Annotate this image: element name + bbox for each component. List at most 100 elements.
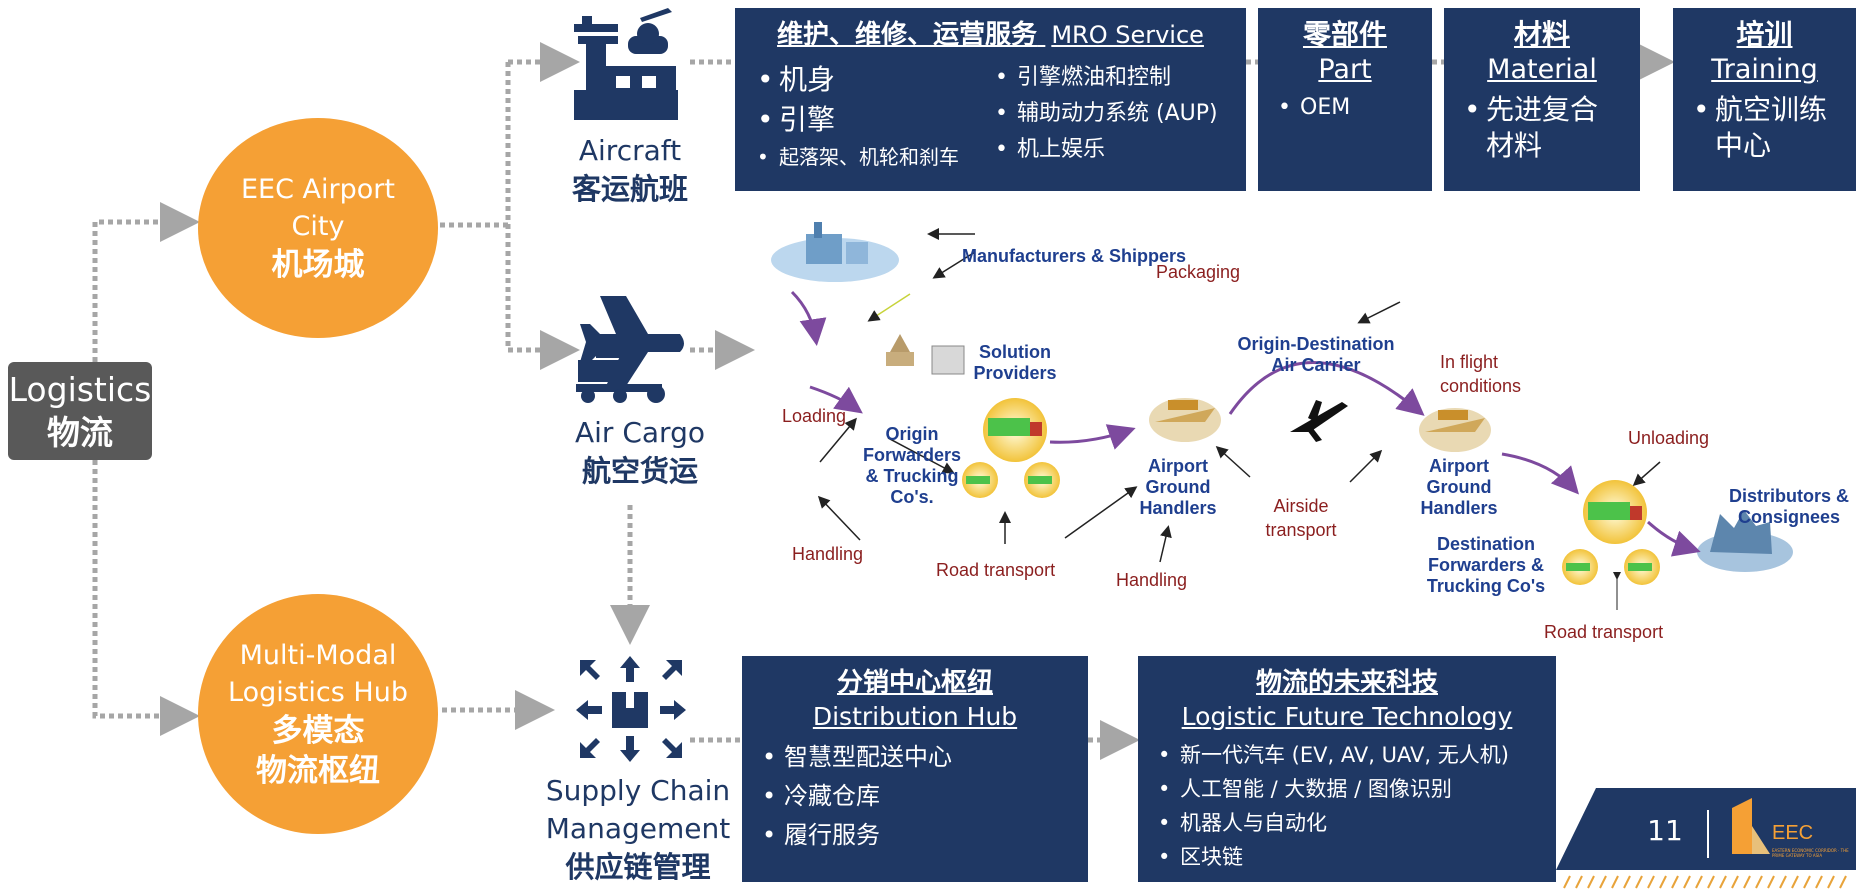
- aircraft-en: Aircraft: [578, 134, 682, 167]
- air-cargo-en: Air Cargo: [575, 416, 705, 449]
- distribution-box-icon: [576, 656, 686, 762]
- dist-hub-en: Distribution Hub: [812, 702, 1018, 731]
- ground-handler-icon-origin: [1149, 398, 1221, 442]
- airplane-icon: [1290, 400, 1348, 442]
- connector-logistics-up: [92, 202, 200, 362]
- warehouse-icon: [1697, 510, 1793, 572]
- page-footer-badge: [1556, 788, 1856, 889]
- label-origin-forwarders: Origin Forwarders & Trucking Co's.: [862, 424, 962, 507]
- factory-icon: [771, 222, 899, 282]
- logo-subtext: EASTERN ECONOMIC CORRIDOR · THE PRIME GA…: [1772, 848, 1849, 858]
- training-zh: 培训: [1736, 18, 1793, 51]
- airport-city-zh: 机场城: [271, 247, 365, 283]
- training-box: 培训 Training 航空训练中心: [1673, 8, 1856, 191]
- logistics-en: Logistics: [8, 370, 152, 409]
- label-handling-2: Handling: [1116, 570, 1188, 590]
- label-od-carrier: Origin-Destination Air Carrier: [1237, 334, 1395, 375]
- dist-hub-item: 冷藏仓库: [754, 777, 1076, 816]
- label-dest-forwarders: Destination Forwarders & Trucking Co's: [1426, 534, 1546, 596]
- part-list: OEM: [1270, 92, 1420, 124]
- label-road-transport-1: Road transport: [936, 560, 1056, 580]
- cargo-plane-icon: [576, 296, 684, 403]
- supply-zh: 供应链管理: [565, 850, 711, 884]
- material-item: 先进复合材料: [1456, 92, 1620, 164]
- future-tech-box: 物流的未来科技 Logistic Future Technology 新一代汽车…: [1138, 656, 1556, 882]
- part-en: Part: [1318, 54, 1372, 85]
- mro-item: 引擎: [749, 100, 987, 140]
- material-en: Material: [1487, 54, 1597, 85]
- label-manufacturers: Manufacturers & Shippers: [962, 246, 1187, 266]
- label-distributors: Distributors & Consignees: [1728, 486, 1849, 527]
- supply-en2: Management: [545, 812, 731, 845]
- mro-item: 引擎燃油和控制: [987, 60, 1232, 96]
- label-road-transport-2: Road transport: [1544, 622, 1664, 642]
- future-tech-list: 新一代汽车 (EV, AV, UAV, 无人机) 人工智能 / 大数据 / 图像…: [1150, 738, 1544, 874]
- logistics-zh: 物流: [47, 413, 113, 452]
- label-handling-1: Handling: [792, 544, 864, 564]
- ground-handler-icon-destination: [1419, 408, 1491, 452]
- label-solution-providers: Solution Providers: [973, 342, 1057, 383]
- training-item: 航空训练中心: [1685, 92, 1835, 164]
- future-tech-en: Logistic Future Technology: [1181, 702, 1513, 731]
- label-airside: Airside transport: [1265, 496, 1337, 540]
- truck-icon-destination: [1562, 480, 1660, 585]
- mro-item: 起落架、机轮和刹车: [749, 140, 987, 174]
- airport-city-circle: EEC Airport City 机场城: [198, 118, 438, 338]
- material-zh: 材料: [1513, 18, 1570, 51]
- truck-icon-origin: [962, 398, 1060, 498]
- dist-hub-item: 履行服务: [754, 816, 1076, 855]
- logistics-hub-circle: Multi-Modal Logistics Hub 多模态 物流枢纽: [198, 594, 438, 834]
- dist-hub-list: 智慧型配送中心 冷藏仓库 履行服务: [754, 738, 1076, 855]
- mro-title-en: MRO Service: [1051, 21, 1204, 49]
- label-packaging: Packaging: [1156, 262, 1241, 282]
- air-cargo-label: Air Cargo 航空货运: [560, 414, 720, 490]
- mro-box: 维护、维修、运营服务 MRO Service 机身 引擎 起落架、机轮和刹车 引…: [735, 8, 1246, 191]
- mro-title-zh: 维护、维修、运营服务: [777, 20, 1038, 50]
- eec-logo-icon: [1732, 798, 1770, 854]
- mro-item: 机上娱乐: [987, 132, 1232, 168]
- supply-chain-label: Supply Chain Management 供应链管理: [520, 772, 756, 886]
- part-item: OEM: [1270, 92, 1420, 124]
- material-list: 先进复合材料: [1456, 92, 1628, 164]
- mro-item: 机身: [749, 60, 987, 100]
- mro-title: 维护、维修、运营服务 MRO Service: [749, 18, 1232, 52]
- airport-city-en2: City: [291, 211, 345, 242]
- label-airport-ground-2: Airport Ground Handlers: [1420, 456, 1498, 518]
- future-tech-zh: 物流的未来科技: [1255, 668, 1438, 698]
- future-tech-item: 机器人与自动化: [1150, 806, 1544, 840]
- label-airport-ground-1: Airport Ground Handlers: [1139, 456, 1217, 518]
- logistics-node: Logistics 物流: [8, 362, 152, 460]
- pallet-icon: [886, 334, 965, 375]
- hub-en1: Multi-Modal: [239, 640, 397, 671]
- page-number: 11: [1647, 814, 1683, 847]
- dist-hub-item: 智慧型配送中心: [754, 738, 1076, 777]
- air-cargo-zh: 航空货运: [581, 454, 698, 488]
- training-list: 航空训练中心: [1685, 92, 1844, 164]
- mro-list-left: 机身 引擎 起落架、机轮和刹车: [749, 60, 987, 174]
- label-loading: Loading: [782, 406, 847, 426]
- supply-en1: Supply Chain: [545, 774, 731, 807]
- hub-zh2: 物流枢纽: [256, 753, 380, 789]
- label-in-flight: In flight conditions: [1440, 352, 1522, 396]
- mro-item: 辅助动力系统 (AUP): [987, 96, 1232, 132]
- part-zh: 零部件: [1302, 18, 1387, 51]
- future-tech-item: 新一代汽车 (EV, AV, UAV, 无人机): [1150, 738, 1544, 772]
- air-cargo-flow-diagram: [771, 222, 1793, 610]
- connector-logistics-down: [92, 460, 200, 736]
- connector-airport-branch: [440, 62, 511, 350]
- airport-tower-icon: [574, 8, 678, 120]
- airport-city-en1: EEC Airport: [241, 174, 395, 205]
- aircraft-label: Aircraft 客运航班: [560, 132, 700, 208]
- label-unloading: Unloading: [1628, 428, 1710, 448]
- dist-hub-zh: 分销中心枢纽: [836, 668, 993, 698]
- logo-text: EEC: [1772, 822, 1814, 844]
- aircraft-zh: 客运航班: [571, 172, 688, 206]
- distribution-hub-box: 分销中心枢纽 Distribution Hub 智慧型配送中心 冷藏仓库 履行服…: [742, 656, 1088, 882]
- part-box: 零部件 Part OEM: [1258, 8, 1432, 191]
- mro-list-right: 引擎燃油和控制 辅助动力系统 (AUP) 机上娱乐: [987, 60, 1232, 174]
- training-en: Training: [1711, 54, 1818, 85]
- hub-zh1: 多模态: [271, 713, 365, 749]
- material-box: 材料 Material 先进复合材料: [1444, 8, 1640, 191]
- future-tech-item: 区块链: [1150, 840, 1544, 874]
